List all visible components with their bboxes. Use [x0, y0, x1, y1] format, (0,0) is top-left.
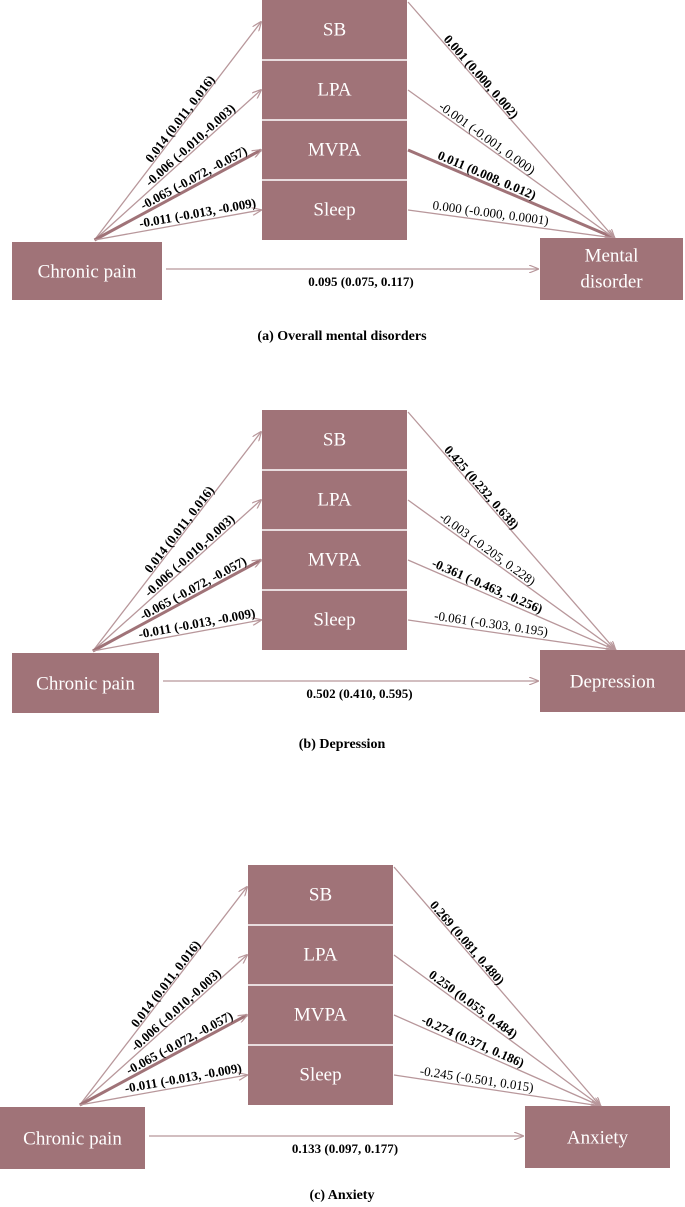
mediator-box-sb [262, 410, 407, 470]
mediator-label-mvpa: MVPA [294, 1004, 347, 1025]
b-path-arrow-4 [393, 1074, 600, 1106]
a-path-arrow-3 [93, 148, 262, 242]
exposure-box [12, 653, 159, 713]
mediator-label-mvpa: MVPA [308, 139, 361, 160]
mediator-label-sb: SB [323, 429, 346, 450]
mediator-label-mvpa: MVPA [308, 549, 361, 570]
mediator-box-sleep [262, 590, 407, 650]
outcome-box [540, 238, 683, 300]
direct-path-label: 0.133 (0.097, 0.177) [292, 1141, 398, 1156]
mediator-label-sb: SB [309, 884, 332, 905]
outcome-label: Depression [570, 671, 656, 692]
mediator-box-mvpa [248, 985, 393, 1045]
a-path-arrow-1 [79, 887, 247, 1106]
outcome-label-line-2: disorder [580, 271, 643, 292]
a-path-arrow-2 [79, 955, 247, 1106]
a-path-arrow-2 [94, 90, 262, 241]
mediator-label-sb: SB [323, 19, 346, 40]
mediator-label-sleep: Sleep [299, 1064, 341, 1085]
b-path-arrow-3 [393, 1014, 600, 1106]
a-path-arrow-2 [92, 500, 261, 652]
exposure-label: Chronic pain [36, 673, 135, 694]
outcome-label: Anxiety [567, 1127, 629, 1148]
b-path-arrow-3 [407, 148, 614, 240]
b-path-arrow-4 [407, 209, 614, 238]
b-path-arrow-2 [393, 954, 600, 1106]
mediator-box-mvpa [262, 530, 407, 590]
outcome-box [540, 650, 685, 712]
exposure-box [0, 1107, 145, 1169]
mediator-box-mvpa [262, 120, 407, 180]
mediator-label-lpa: LPA [303, 944, 337, 965]
b-path-arrow-1 [407, 411, 615, 650]
mediator-box-lpa [262, 470, 407, 530]
exposure-label: Chronic pain [38, 261, 137, 282]
mediator-box-lpa [248, 925, 393, 985]
panel-caption: (c) Anxiety [310, 1188, 375, 1203]
mediator-label-sleep: Sleep [313, 609, 355, 630]
a-path-arrow-4 [94, 210, 262, 241]
a-path-arrow-3 [92, 558, 261, 653]
mediator-box-lpa [262, 60, 407, 120]
outcome-label-line-1: Mental [585, 245, 639, 266]
mediator-label-sleep: Sleep [313, 199, 355, 220]
outcome-box [525, 1106, 670, 1168]
b-path-arrow-2 [407, 499, 615, 650]
b-path-arrow-1 [407, 1, 614, 238]
direct-path-label: 0.095 (0.075, 0.117) [308, 274, 413, 289]
b-path-arrow-1 [393, 866, 600, 1106]
mediator-box-sleep [248, 1045, 393, 1105]
panel-caption: (a) Overall mental disorders [257, 329, 427, 344]
a-path-arrow-1 [93, 22, 262, 241]
mediator-label-lpa: LPA [317, 489, 351, 510]
mediator-box-sb [262, 0, 407, 60]
a-path-arrow-3 [79, 1013, 247, 1107]
b-path-arrow-2 [407, 89, 614, 238]
exposure-box [12, 242, 162, 300]
mediator-box-sb [248, 865, 393, 925]
b-path-arrow-3 [407, 559, 615, 650]
b-path-arrow-4 [407, 619, 615, 650]
exposure-label: Chronic pain [23, 1128, 122, 1149]
a-path-arrow-4 [92, 620, 261, 652]
a-path-arrow-4 [79, 1075, 247, 1106]
a-path-arrow-1 [92, 432, 261, 652]
direct-path-label: 0.502 (0.410, 0.595) [306, 686, 412, 701]
panel-caption: (b) Depression [299, 737, 386, 752]
b-path-label-3: -0.274 (0.371, 0.186) [419, 1012, 526, 1070]
mediator-label-lpa: LPA [317, 79, 351, 100]
mediator-box-sleep [262, 180, 407, 240]
